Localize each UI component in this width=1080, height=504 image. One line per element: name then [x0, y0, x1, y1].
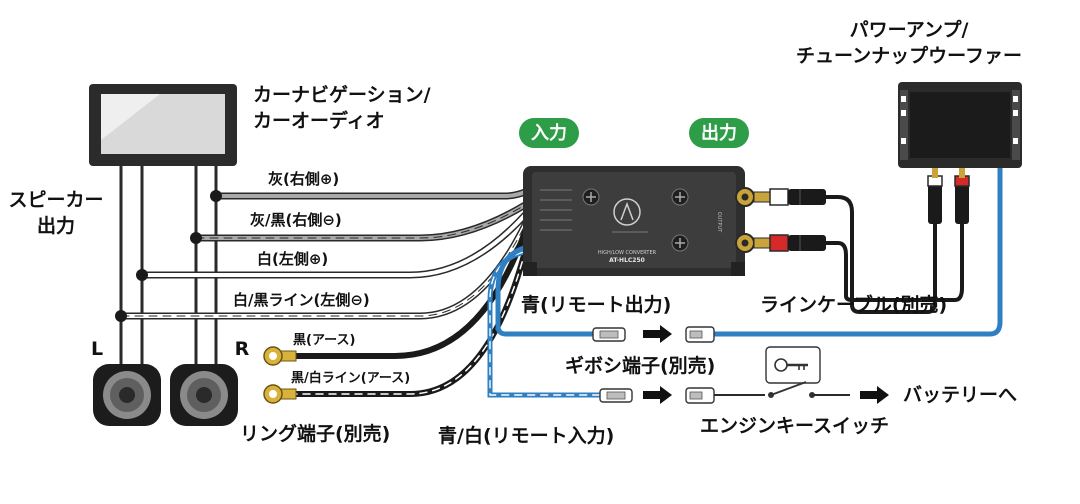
- head-unit-label-1: カーナビゲーション/: [253, 84, 431, 106]
- ring-terminals: [263, 346, 297, 404]
- wire-gray-black-neg-label: 灰/黒(右側⊖): [250, 211, 342, 229]
- speaker-wires: [119, 166, 218, 370]
- blue-white-remote-in-label: 青/白(リモート入力): [438, 424, 614, 447]
- speaker-right: [170, 364, 238, 426]
- arrow-icons: [643, 325, 889, 404]
- speaker-right-label: R: [235, 338, 250, 360]
- speaker-output-label-2: 出力: [37, 214, 75, 237]
- gibosi-terminal-label: ギボシ端子(別売): [565, 354, 715, 377]
- gibosi-terminal-male-out: [592, 327, 626, 342]
- output-badge: 出力: [689, 118, 749, 148]
- speaker-output-label-1: スピーカー: [8, 189, 103, 211]
- junction-dots: [115, 190, 222, 322]
- input-badge-label: 入力: [531, 123, 567, 144]
- input-badge: 入力: [519, 118, 579, 148]
- speaker-left-label: L: [91, 338, 103, 360]
- line-cable-label: ラインケーブル(別売): [760, 293, 947, 316]
- wire-black-earth-label: 黒(アース): [293, 332, 355, 348]
- gibosi-terminal-male-in: [599, 388, 633, 403]
- blue-remote-out-label: 青(リモート出力): [521, 293, 671, 316]
- power-amplifier: [898, 82, 1022, 168]
- converter-subtitle: HIGH/LOW CONVERTER: [598, 250, 657, 256]
- rca-plug-red: [753, 234, 826, 252]
- amp-label-1: パワーアンプ/: [850, 18, 969, 41]
- blue-remote-wire-to-amp: [712, 168, 1003, 337]
- wire-white-pos-label: 白(左側⊕): [257, 250, 328, 268]
- engine-key-switch-label: エンジンキースイッチ: [700, 415, 889, 437]
- rca-plug-white: [753, 188, 826, 206]
- rca-line-cables: [826, 195, 964, 314]
- engine-key-switch: [714, 346, 850, 398]
- converter-model: AT-HLC250: [609, 257, 645, 264]
- gibosi-terminal-female-in: [685, 387, 715, 404]
- wire-gray-pos-label: 灰(右側⊕): [268, 170, 339, 188]
- speaker-left: [93, 364, 161, 426]
- wire-black-white-earth-label: 黒/白ライン(アース): [291, 370, 410, 386]
- to-battery-label: バッテリーへ: [903, 384, 1017, 406]
- amp-label-2: チューンナップウーファー: [796, 44, 1022, 67]
- output-badge-label: 出力: [701, 122, 737, 144]
- converter-output-side-label: OUTPUT: [716, 212, 722, 233]
- ring-terminal-label: リング端子(別売): [240, 422, 390, 445]
- converter-box: [523, 166, 755, 276]
- rca-plugs-amp: [927, 168, 970, 224]
- wire-white-black-neg-label: 白/黒ライン(左側⊖): [233, 291, 370, 309]
- head-unit: [89, 84, 237, 166]
- head-unit-label-2: カーオーディオ: [253, 109, 385, 132]
- gibosi-terminal-female-out: [685, 326, 715, 343]
- input-wires: [117, 188, 603, 398]
